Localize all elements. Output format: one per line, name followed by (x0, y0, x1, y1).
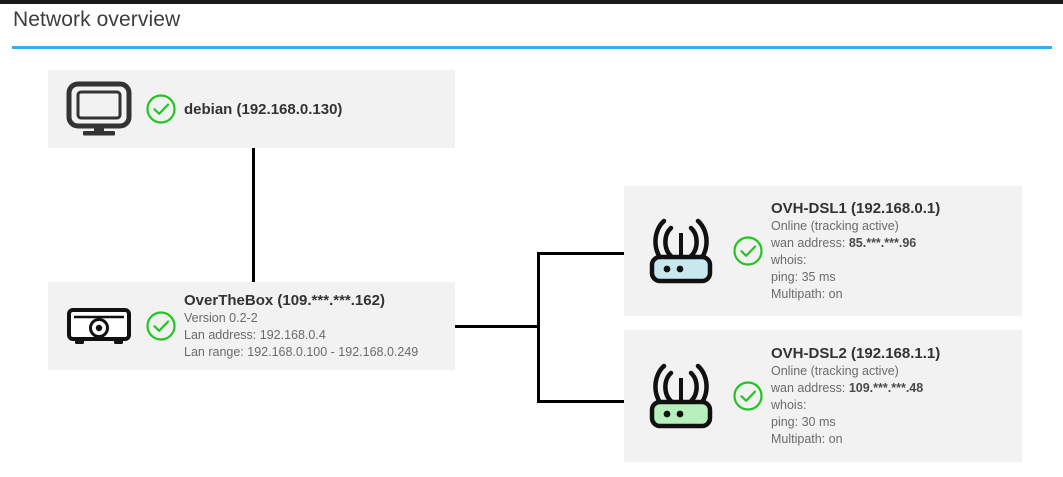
dsl2-whois: whois: (771, 398, 807, 412)
dsl1-wan-address: wan address: 85.***.***.96 (771, 235, 1022, 252)
title-divider (12, 46, 1052, 49)
overthebox-lan-address: Lan address: 192.168.0.4 (184, 328, 326, 342)
device-box-icon (60, 304, 138, 348)
node-overthebox[interactable]: OverTheBox (109.***.***.162) Version 0.2… (48, 282, 455, 370)
router-icon (638, 215, 724, 287)
connector-branch-dsl2 (537, 400, 625, 403)
dsl2-multipath: Multipath: on (771, 432, 843, 446)
status-check-circle-icon (724, 235, 771, 267)
router-icon (638, 360, 724, 432)
dsl2-wan-label: wan address: (771, 381, 849, 395)
connector-box-stub (455, 325, 540, 328)
overthebox-version: Version 0.2-2 (184, 311, 258, 325)
client-name: debian (192.168.0.130) (184, 100, 343, 118)
connector-client-to-box (252, 148, 255, 283)
dsl1-multipath: Multipath: on (771, 287, 843, 301)
node-client-debian[interactable]: debian (192.168.0.130) (48, 70, 455, 148)
dsl2-ping: ping: 30 ms (771, 415, 836, 429)
dsl1-wan-label: wan address: (771, 236, 849, 250)
node-wan-dsl2[interactable]: OVH-DSL2 (192.168.1.1) Online (tracking … (624, 330, 1022, 462)
overthebox-info: OverTheBox (109.***.***.162) Version 0.2… (184, 291, 455, 361)
status-check-circle-icon (138, 310, 184, 342)
dsl2-status: Online (tracking active) (771, 364, 899, 378)
dsl2-name: OVH-DSL2 (192.168.1.1) (771, 345, 941, 362)
status-check-circle-icon (724, 380, 771, 412)
connector-trunk (537, 252, 540, 403)
dsl2-wan-address: wan address: 109.***.***.48 (771, 380, 1022, 397)
dsl1-whois: whois: (771, 253, 807, 267)
connector-branch-dsl1 (537, 252, 625, 255)
dsl2-wan-value: 109.***.***.48 (848, 381, 924, 395)
overthebox-name: OverTheBox (109.***.***.162) (184, 292, 385, 309)
monitor-icon (60, 81, 138, 137)
dsl1-wan-value: 85.***.***.96 (848, 236, 917, 250)
dsl1-ping: ping: 35 ms (771, 270, 836, 284)
status-check-circle-icon (138, 93, 184, 125)
node-wan-dsl1[interactable]: OVH-DSL1 (192.168.0.1) Online (tracking … (624, 186, 1022, 316)
top-bar (0, 0, 1063, 4)
dsl1-name: OVH-DSL1 (192.168.0.1) (771, 200, 941, 217)
client-info: debian (192.168.0.130) (184, 100, 455, 119)
page-title: Network overview (13, 8, 181, 31)
dsl2-info: OVH-DSL2 (192.168.1.1) Online (tracking … (771, 344, 1022, 448)
overthebox-lan-range: Lan range: 192.168.0.100 - 192.168.0.249 (184, 345, 419, 359)
dsl1-status: Online (tracking active) (771, 219, 899, 233)
dsl1-info: OVH-DSL1 (192.168.0.1) Online (tracking … (771, 199, 1022, 303)
